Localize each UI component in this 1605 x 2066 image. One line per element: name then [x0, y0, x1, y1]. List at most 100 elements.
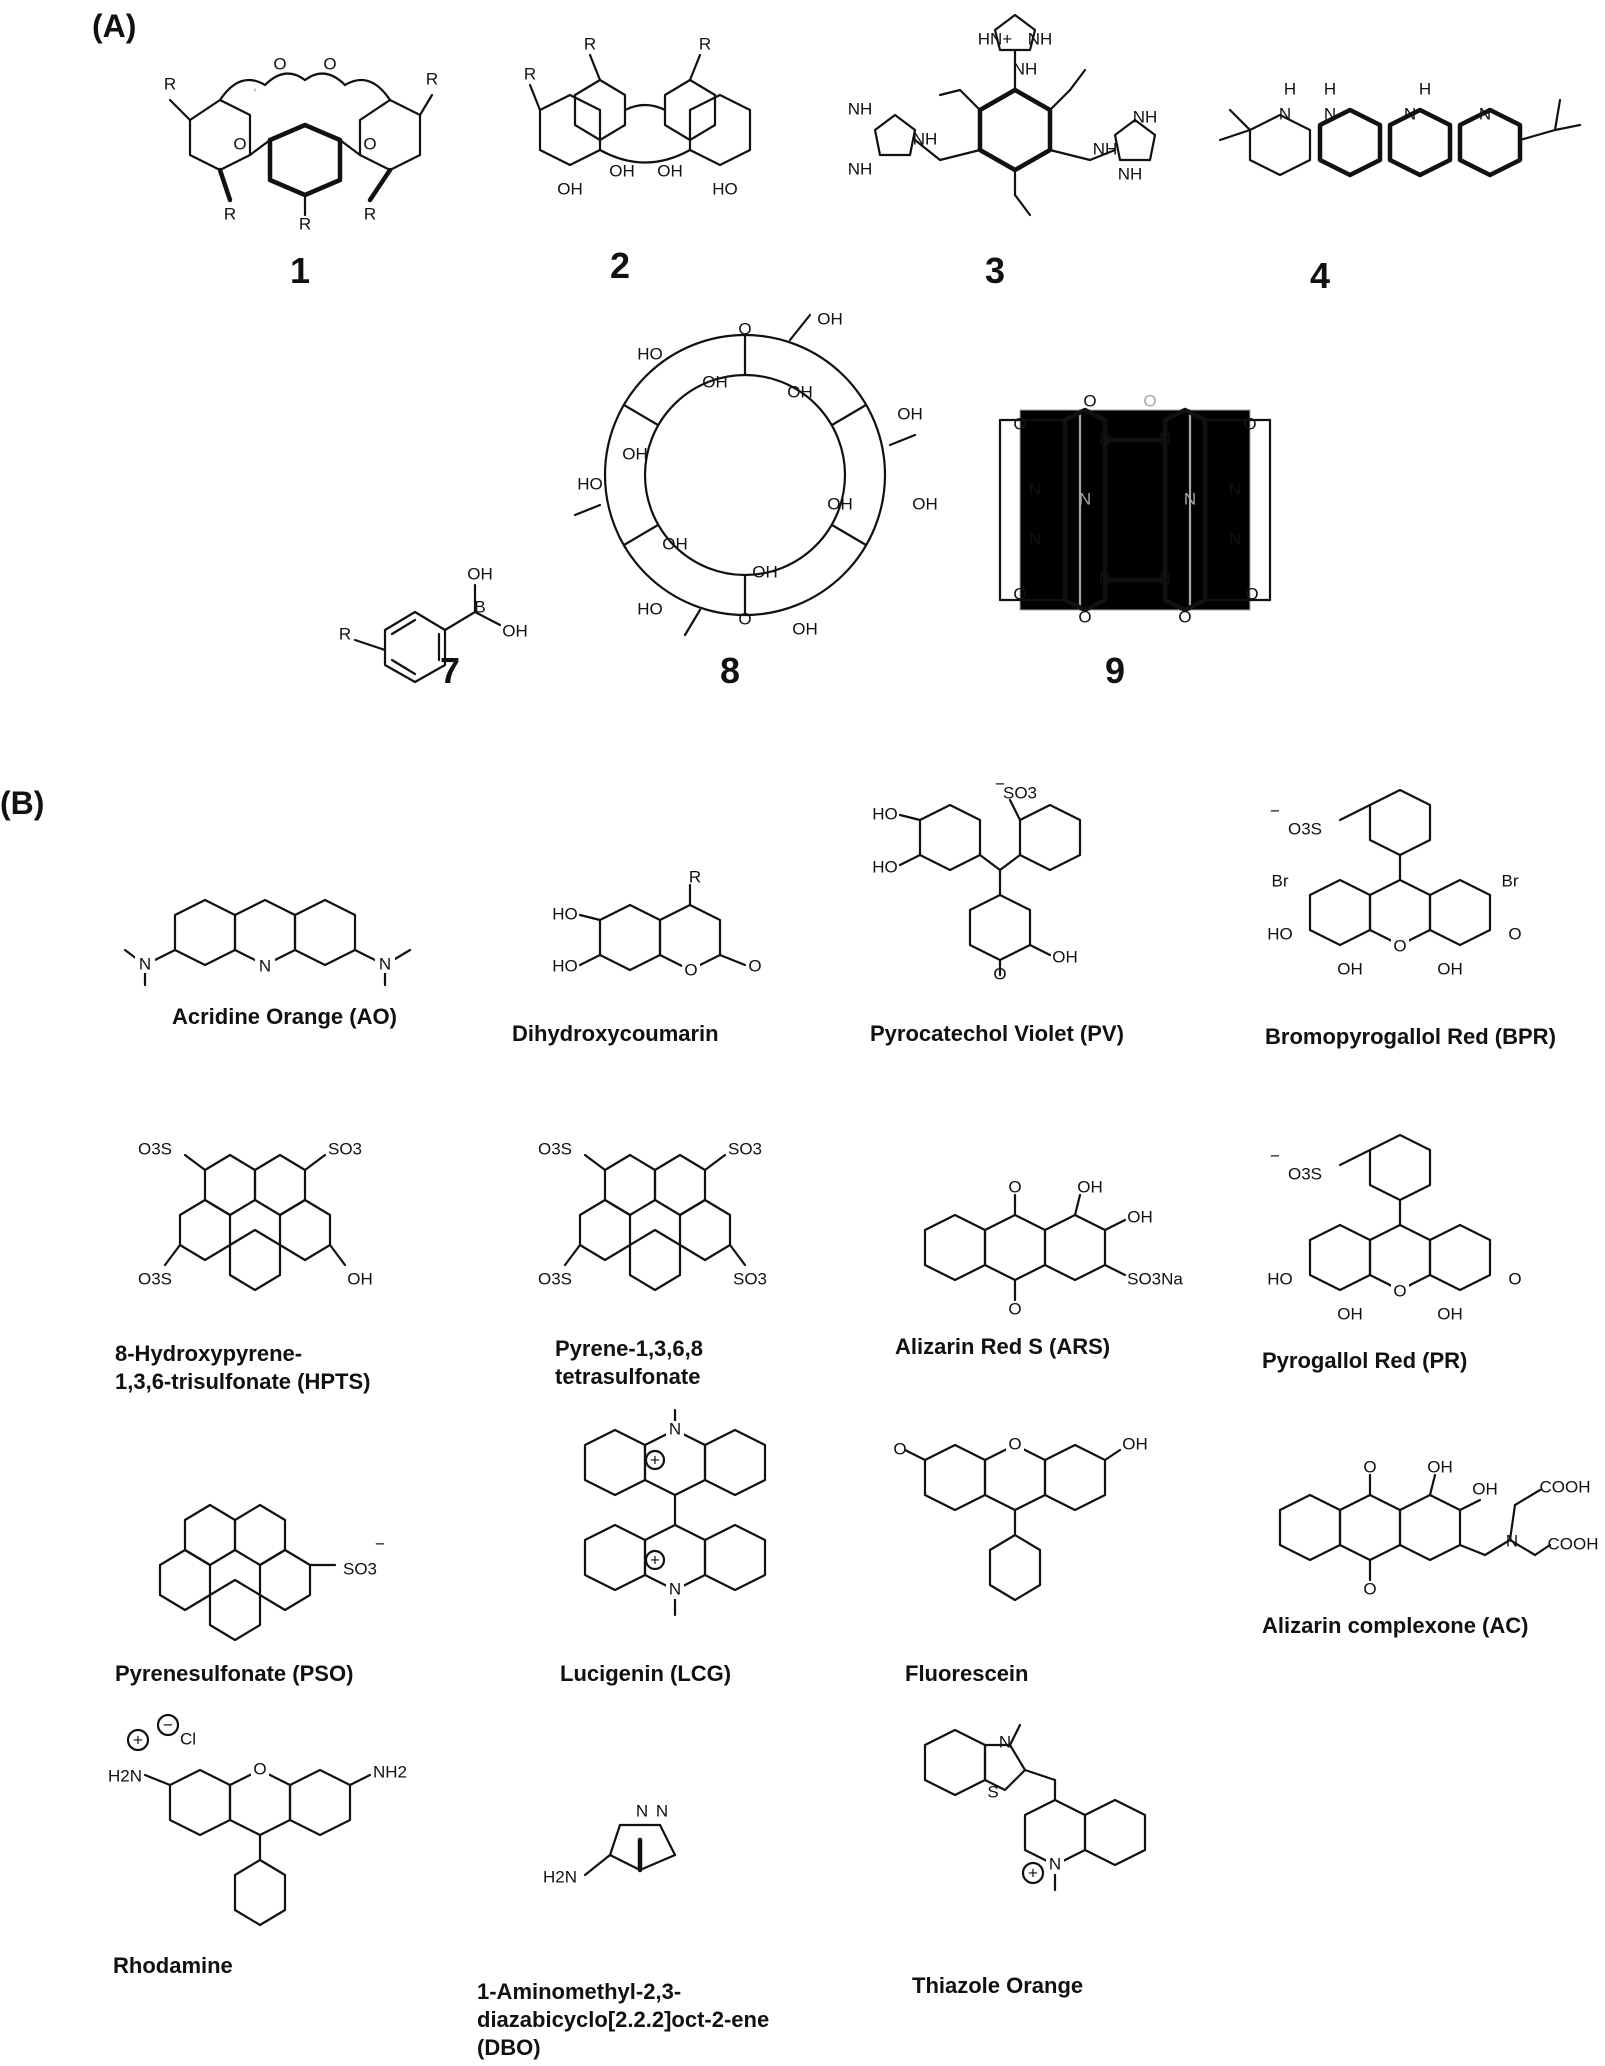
n-label: N — [1029, 529, 1041, 548]
oh-label: OH — [752, 562, 778, 581]
ho-label: HO — [552, 956, 578, 975]
oh-label: OH — [702, 372, 728, 391]
r-label: R — [699, 34, 711, 53]
oh-label: OH — [1127, 1207, 1153, 1226]
dye-name-dihydroxycoumarin: Dihydroxycoumarin — [512, 1021, 719, 1046]
nh-label: NH — [1093, 139, 1118, 158]
structure-9-cucurbituril: O O O O O O O O N N N N N N N N N N — [998, 391, 1272, 626]
nh-label: NH — [1028, 29, 1053, 48]
minus-label: − — [163, 1715, 173, 1734]
n-label: N — [999, 1732, 1011, 1751]
so3na-label: SO3Na — [1127, 1269, 1183, 1288]
structure-pyrocatechol-violet: SO3 − HO HO OH O — [872, 774, 1082, 983]
structure-8-cyclodextrin: OH HO OH OH OH OH HO OH OH OH OH HO OH O… — [573, 309, 938, 638]
ho-label: HO — [637, 599, 663, 618]
n-label: N — [1049, 1854, 1061, 1873]
nh-label: NH — [913, 129, 938, 148]
dye-name-pyrogallol-red: Pyrogallol Red (PR) — [1262, 1348, 1468, 1373]
structure-acridine-orange: N N N — [123, 898, 412, 987]
o-label: O — [1013, 414, 1026, 433]
structure-rhodamine: + − Cl H2N NH2 O — [108, 1713, 407, 1927]
n-label: N — [1099, 569, 1111, 588]
r-label: R — [689, 867, 701, 886]
oh-label: OH — [792, 619, 818, 638]
o-label: O — [1508, 924, 1521, 943]
oh-label: OH — [897, 404, 923, 423]
dye-name-acridine-orange: Acridine Orange (AO) — [172, 1004, 397, 1029]
n-label: N — [1279, 104, 1291, 123]
structure-dihydroxycoumarin: R HO HO O O — [552, 867, 762, 980]
structure-pyrogallol-red: O3S − HO OH OH O O — [1267, 1133, 1522, 1323]
o3s-label: O3S — [538, 1139, 572, 1158]
structure-7-boronic-acid: B OH OH R — [339, 564, 528, 684]
plus-label: + — [133, 1730, 143, 1749]
dye-name-pyrenesulfonate: Pyrenesulfonate (PSO) — [115, 1661, 354, 1686]
o-label: O — [1083, 391, 1096, 410]
compound-number-3: 3 — [984, 250, 1006, 291]
o-label: O — [748, 956, 761, 975]
oh-label: OH — [347, 1269, 373, 1288]
o-label: O — [1008, 1434, 1021, 1453]
cooh-label: COOH — [1548, 1534, 1599, 1553]
dye-name-pyrocatechol-violet: Pyrocatechol Violet (PV) — [870, 1021, 1124, 1046]
structure-4-pyrrole-receptor: H H H N N N N — [1218, 79, 1582, 178]
n-label: N — [259, 956, 271, 975]
cooh-label: COOH — [1540, 1477, 1591, 1496]
so3-label: SO3 — [343, 1559, 377, 1578]
oh-label: OH — [1122, 1434, 1148, 1453]
o-label: O — [1363, 1457, 1376, 1476]
b-label: B — [474, 597, 485, 616]
structure-fluorescein: O OH O — [893, 1434, 1148, 1602]
dye-name-pyrene-tetrasulfonate: Pyrene-1,3,6,8 tetrasulfonate — [555, 1336, 703, 1389]
o-label: O — [363, 134, 376, 153]
o-label: O — [253, 1759, 266, 1778]
o-label: O — [1078, 607, 1091, 626]
compound-number-1: 1 — [289, 250, 311, 291]
o-label: O — [1178, 607, 1191, 626]
o-label: O — [1243, 414, 1256, 433]
nh-label: NH — [1133, 107, 1158, 126]
o-label: O — [684, 960, 697, 979]
structure-alizarin-complexone: O O OH OH N COOH COOH — [1278, 1457, 1599, 1598]
so3-label: SO3 — [328, 1139, 362, 1158]
n-label: N — [636, 1801, 648, 1820]
panel-a-label: (A) — [92, 8, 137, 44]
so3-label: SO3 — [1003, 783, 1037, 802]
o-label: O — [273, 54, 286, 73]
oh-label: OH — [1337, 959, 1363, 978]
oh-label: OH — [467, 564, 493, 583]
nh-label: NH — [1013, 59, 1038, 78]
structure-3-tripodal-receptor: HN+ NH NH NH NH NH NH NH NH — [848, 13, 1158, 217]
dye-name-alizarin-complexone: Alizarin complexone (AC) — [1262, 1613, 1529, 1638]
oh-label: OH — [662, 534, 688, 553]
structure-pyrene-tetrasulfonate: O3S SO3 O3S SO3 — [538, 1139, 767, 1292]
n-label: N — [1029, 479, 1041, 498]
minus-label: − — [995, 774, 1005, 793]
r-label: R — [224, 204, 236, 223]
n-label: N — [1404, 104, 1416, 123]
ho-label: HO — [552, 904, 578, 923]
cl-label: Cl — [180, 1729, 196, 1748]
s-label: S — [987, 1782, 998, 1801]
o-label: O — [1008, 1177, 1021, 1196]
structure-pyrenesulfonate: SO3 − — [158, 1503, 385, 1642]
minus-label: − — [1270, 1146, 1280, 1165]
dye-name-lucigenin: Lucigenin (LCG) — [560, 1661, 732, 1686]
ho-label: HO — [1267, 1269, 1293, 1288]
plus-label: + — [650, 1450, 660, 1469]
n-label: N — [1159, 569, 1171, 588]
o-label: O — [993, 964, 1006, 983]
compound-number-7: 7 — [439, 650, 461, 691]
oh-label: OH — [817, 309, 843, 328]
structure-lucigenin: + + N N — [583, 1408, 767, 1617]
o-label: O — [738, 609, 751, 628]
h2n-label: H2N — [108, 1766, 142, 1785]
r-label: R — [426, 69, 438, 88]
structure-dbo: N N H2N — [543, 1801, 677, 1886]
hn-plus-label: HN+ — [978, 29, 1013, 48]
structure-alizarin-red-s: O O OH OH SO3Na — [923, 1177, 1183, 1318]
dye-name-rhodamine: Rhodamine — [113, 1953, 233, 1978]
n-label: N — [1506, 1531, 1518, 1550]
dye-name-thiazole-orange: Thiazole Orange — [912, 1973, 1084, 1998]
o-label: O — [323, 54, 336, 73]
